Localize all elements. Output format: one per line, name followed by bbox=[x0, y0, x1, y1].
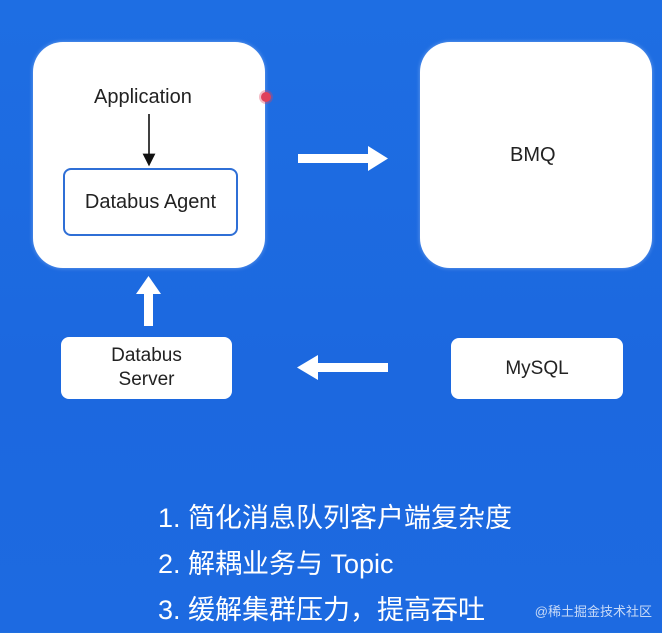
point-1: 1. 简化消息队列客户端复杂度 bbox=[158, 503, 513, 533]
watermark: @稀土掘金技术社区 bbox=[534, 604, 652, 619]
databus-server-label: Databus Server bbox=[111, 345, 182, 390]
pointer-dot bbox=[261, 92, 271, 102]
summary-points: 1. 简化消息队列客户端复杂度 2. 解耦业务与 Topic 3. 缓解集群压力… bbox=[158, 495, 512, 633]
databus-server-box: Databus Server bbox=[61, 337, 232, 399]
bmq-box bbox=[420, 42, 652, 268]
point-2: 2. 解耦业务与 Topic bbox=[158, 549, 394, 579]
agent-to-bmq-arrow bbox=[298, 146, 388, 171]
mysql-box: MySQL bbox=[451, 338, 623, 399]
mysql-label: MySQL bbox=[505, 357, 569, 379]
application-label: Application bbox=[94, 86, 192, 108]
bmq-label: BMQ bbox=[510, 144, 556, 166]
point-3: 3. 缓解集群压力，提高吞吐 bbox=[158, 595, 486, 625]
databus-agent-box: Databus Agent bbox=[63, 168, 238, 236]
server-to-agent-arrow bbox=[136, 276, 161, 326]
mysql-to-server-arrow bbox=[297, 355, 388, 380]
